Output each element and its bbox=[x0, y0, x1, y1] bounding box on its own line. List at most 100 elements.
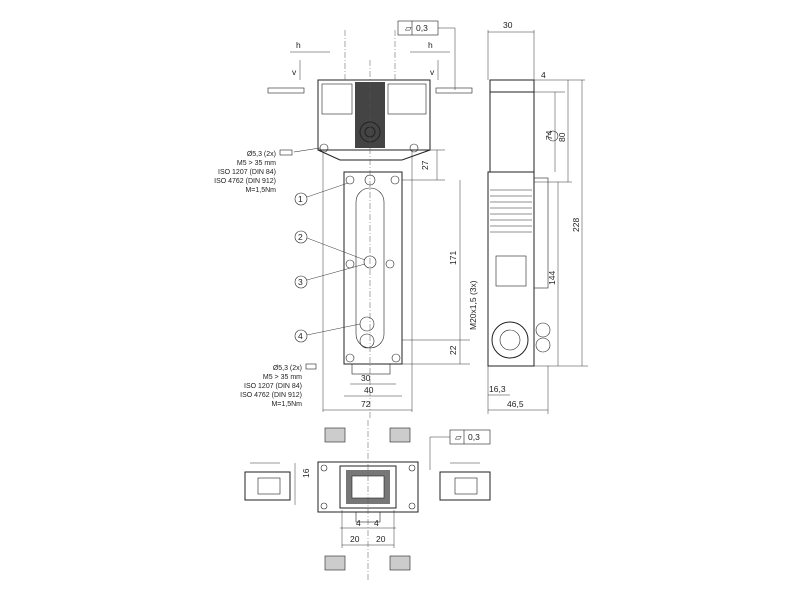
dimension-label: h bbox=[296, 40, 301, 50]
dimension-label: 27 bbox=[420, 160, 430, 170]
dimension-label: Ø5,3 (2x) bbox=[273, 365, 302, 372]
dimension-label: ISO 1207 (DIN 84) bbox=[244, 383, 302, 390]
drawing-line bbox=[435, 87, 473, 94]
dimension-label: 30 bbox=[503, 20, 513, 30]
drawing-line bbox=[279, 149, 293, 156]
dimension-label: v bbox=[292, 67, 297, 77]
drawing-line bbox=[359, 316, 375, 332]
dimension-label: 46,5 bbox=[507, 399, 524, 409]
drawing-line bbox=[317, 149, 431, 161]
dimension-label: 4 bbox=[374, 518, 379, 528]
drawing-line bbox=[293, 147, 321, 153]
dimension-label: h bbox=[428, 40, 433, 50]
dimension-label: ISO 1207 (DIN 84) bbox=[218, 169, 276, 176]
dimension-label: 16 bbox=[301, 468, 311, 478]
dimension-label: Ø5,3 (2x) bbox=[247, 151, 276, 158]
drawing-line bbox=[499, 329, 521, 351]
dimension-label: 228 bbox=[571, 218, 581, 232]
drawing-line bbox=[319, 143, 329, 153]
drawing-line bbox=[389, 555, 411, 571]
callout-4: 4 bbox=[294, 323, 361, 343]
drawing-line bbox=[454, 477, 478, 495]
drawing-line bbox=[489, 91, 535, 173]
dimension-label: M=1,5Nm bbox=[245, 187, 276, 194]
drawing-line bbox=[489, 79, 535, 93]
cooling-ribs bbox=[490, 189, 532, 233]
drawing-line bbox=[257, 477, 281, 495]
callout-3: 3 bbox=[294, 263, 366, 289]
dimension-label: 30 bbox=[361, 373, 371, 383]
drawing-line bbox=[535, 337, 551, 353]
drawing-line bbox=[495, 255, 527, 287]
callout-1: 1 bbox=[294, 182, 349, 206]
drawing-line bbox=[306, 237, 366, 261]
dimension-label: 74 bbox=[544, 130, 554, 140]
dimension-label: 80 bbox=[557, 132, 567, 142]
dimension-label: 40 bbox=[364, 385, 374, 395]
dimension-label: 20 bbox=[376, 534, 386, 544]
drawing-line bbox=[408, 502, 416, 510]
drawing-line bbox=[306, 323, 361, 336]
dimension-label: M=1,5Nm bbox=[271, 401, 302, 408]
drawing-line bbox=[390, 175, 400, 185]
drawing-line bbox=[324, 427, 346, 443]
dimension-label: M20x1,5 (3x) bbox=[468, 280, 478, 330]
dimension-label: 0,3 bbox=[416, 23, 428, 33]
drawing-line: ⏥ bbox=[455, 432, 462, 442]
drawing-line bbox=[345, 175, 355, 185]
drawing-line: ⏥ bbox=[405, 23, 412, 33]
drawing-line bbox=[409, 143, 419, 153]
drawing-line bbox=[487, 171, 535, 367]
drawing-line bbox=[320, 502, 328, 510]
drawing-line bbox=[438, 27, 456, 90]
drawing-line bbox=[429, 436, 450, 470]
drawing-line bbox=[294, 230, 308, 244]
body bbox=[343, 171, 403, 365]
drawing-line bbox=[294, 192, 308, 206]
drawing-line bbox=[359, 333, 375, 349]
dimension-label: 3 bbox=[298, 277, 303, 287]
drawing-line bbox=[535, 322, 551, 338]
dimension-label: 2 bbox=[298, 232, 303, 242]
callout-2: 2 bbox=[294, 230, 366, 261]
drawing-line bbox=[320, 464, 328, 472]
front-view: h v h v ⏥ 0,3 27 171 22 30 40 72 1 2 3 4… bbox=[214, 20, 473, 420]
dimension-label: ISO 4762 (DIN 912) bbox=[240, 392, 302, 399]
dimension-label: 171 bbox=[448, 251, 458, 265]
dimension-label: 4 bbox=[356, 518, 361, 528]
actuator-head bbox=[317, 79, 431, 151]
drawing-line bbox=[306, 263, 366, 281]
drawing-line bbox=[351, 363, 391, 375]
drawing-line bbox=[305, 363, 317, 370]
drawing-line bbox=[294, 275, 308, 289]
drawing-line bbox=[306, 182, 349, 198]
dimension-label: ISO 4762 (DIN 912) bbox=[214, 178, 276, 185]
drawing-line bbox=[345, 259, 355, 269]
drawing-line bbox=[408, 464, 416, 472]
side-view: 30 4 74 80 228 144 M20x1,5 (3x) 16,3 46,… bbox=[468, 20, 588, 414]
drawing-line bbox=[533, 177, 549, 289]
drawing-line bbox=[439, 471, 491, 501]
dimension-label: 1 bbox=[298, 194, 303, 204]
dimension-label: 16,3 bbox=[489, 384, 506, 394]
drawing-line bbox=[391, 353, 401, 363]
drawing-line bbox=[294, 329, 308, 343]
drawing-line bbox=[345, 353, 355, 363]
drawing-line bbox=[244, 471, 291, 501]
dimension-label: M5 > 35 mm bbox=[263, 374, 302, 381]
dimension-label: 72 bbox=[361, 399, 371, 409]
dimension-label: 4 bbox=[298, 331, 303, 341]
drawing-line bbox=[389, 427, 411, 443]
drawing-line bbox=[267, 87, 305, 94]
drawing-line bbox=[385, 259, 395, 269]
dimension-label: 0,3 bbox=[468, 432, 480, 442]
drawing-line bbox=[324, 555, 346, 571]
m20-gland bbox=[491, 321, 529, 359]
dimension-label: 4 bbox=[541, 70, 546, 80]
dimension-label: 144 bbox=[547, 271, 557, 285]
drawing-line bbox=[321, 83, 353, 115]
screw-note-top: Ø5,3 (2x) M5 > 35 mm ISO 1207 (DIN 84) I… bbox=[214, 151, 276, 194]
dimension-label: v bbox=[430, 67, 435, 77]
